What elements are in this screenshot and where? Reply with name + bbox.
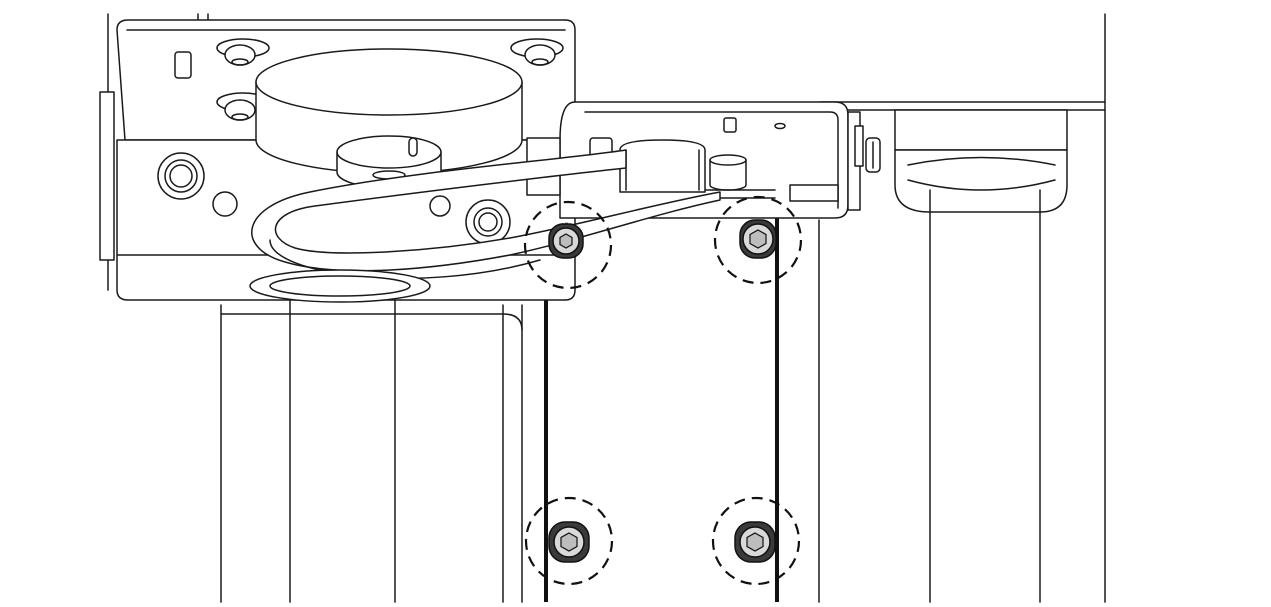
bolt-top-left	[548, 222, 584, 259]
left-post	[220, 279, 523, 603]
callout-circle-top-left	[523, 200, 613, 290]
bolt-bottom-right	[734, 521, 776, 563]
right-post	[818, 13, 1106, 603]
callout-circle-bottom-right	[711, 496, 801, 586]
bolt-top-right	[739, 219, 777, 259]
callout-circle-bottom-left	[524, 496, 614, 586]
callout-circle-top-right	[713, 195, 803, 285]
bolt-bottom-left	[548, 521, 590, 563]
belt-loop	[249, 139, 721, 303]
